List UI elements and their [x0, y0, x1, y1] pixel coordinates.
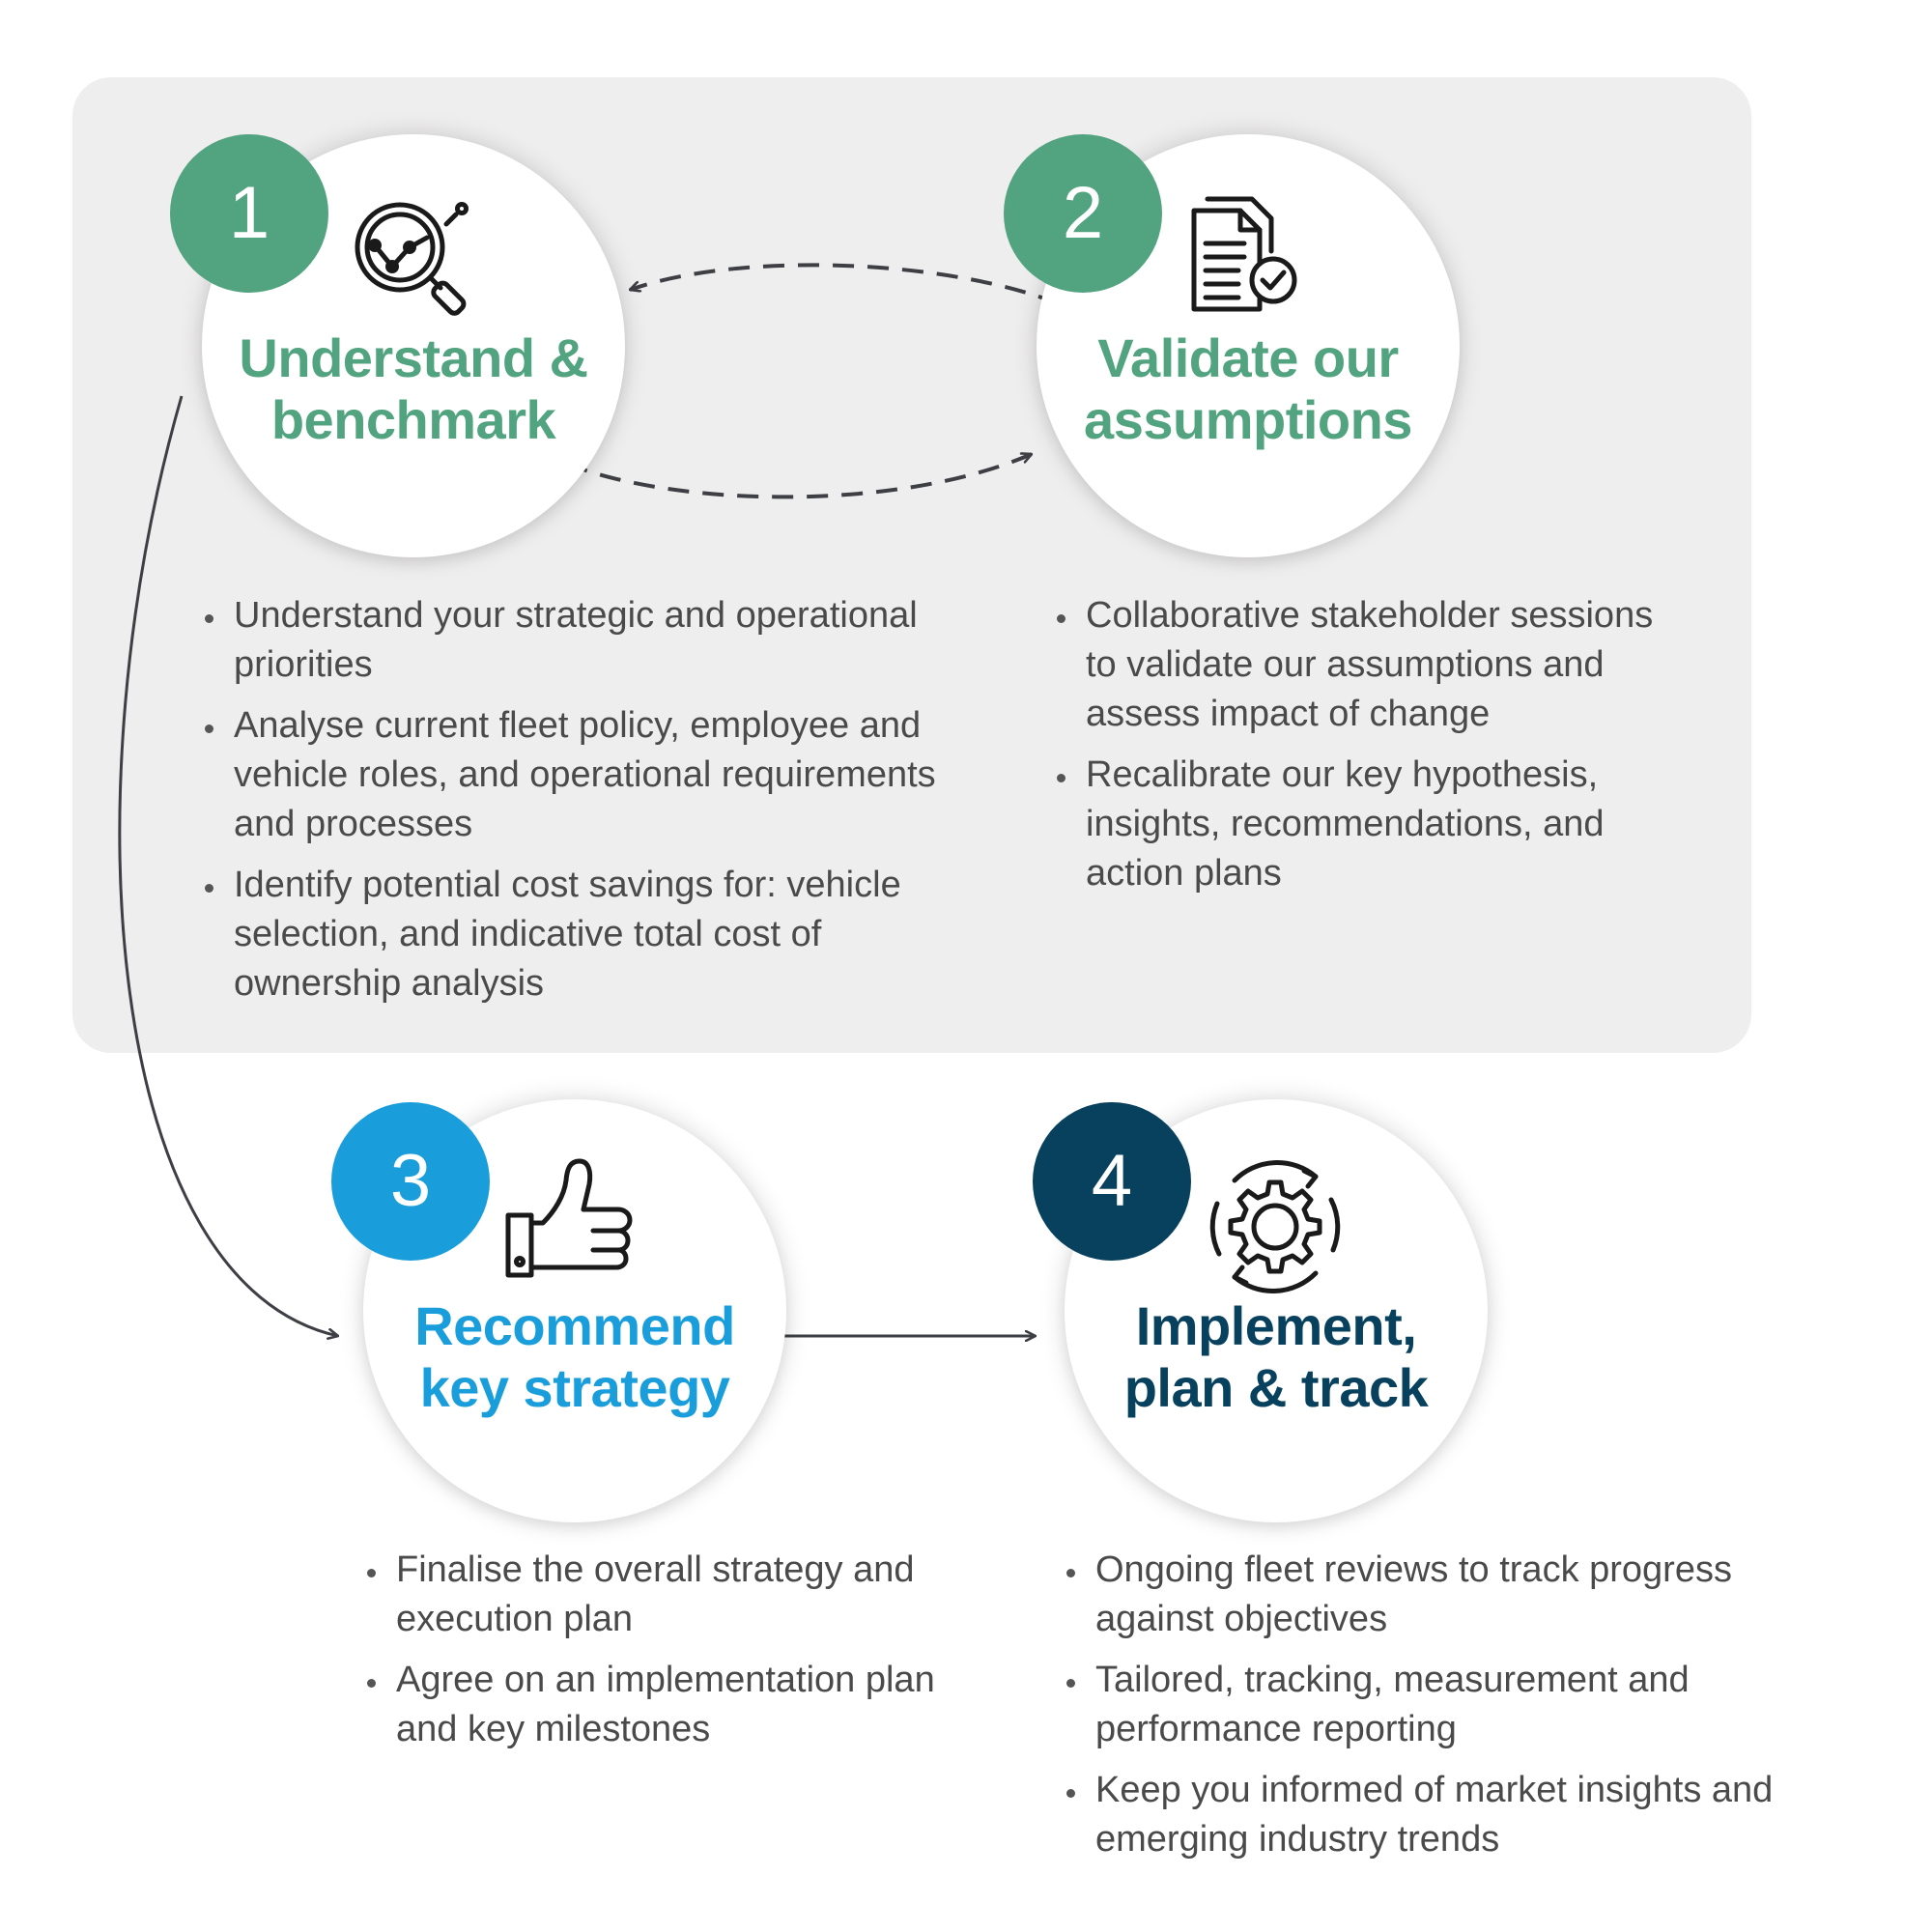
list-item: Collaborative stakeholder sessions to va… [1055, 591, 1673, 739]
step-4-title: Implement, plan & track [1123, 1295, 1429, 1418]
step-3-title: Recommend key strategy [414, 1295, 735, 1418]
list-item: Recalibrate our key hypothesis, insights… [1055, 751, 1673, 898]
arrow-2-to-1 [630, 263, 1092, 321]
step-1-bullets: Understand your strategic and operationa… [203, 591, 976, 1020]
list-item: Analyse current fleet policy, employee a… [203, 701, 976, 849]
list-item: Agree on an implementation plan and key … [365, 1656, 945, 1754]
list-item: Finalise the overall strategy and execut… [365, 1546, 945, 1644]
step-2-bullets: Collaborative stakeholder sessions to va… [1055, 591, 1673, 910]
list-item: Tailored, tracking, measurement and perf… [1065, 1656, 1818, 1754]
step-2-badge: 2 [1004, 134, 1162, 293]
document-check-icon [1191, 196, 1297, 312]
step-3-badge: 3 [331, 1102, 490, 1261]
step-1-title: Understand & benchmark [239, 327, 588, 450]
list-item: Understand your strategic and operationa… [203, 591, 976, 690]
arrow-1-to-2 [566, 454, 1032, 499]
list-item: Identify potential cost savings for: veh… [203, 861, 976, 1009]
thumbs-up-icon [505, 1158, 633, 1278]
magnifier-chart-icon [355, 202, 469, 316]
list-item: Keep you informed of market insights and… [1065, 1766, 1818, 1864]
step-3-bullets: Finalise the overall strategy and execut… [365, 1546, 945, 1766]
step-4-bullets: Ongoing fleet reviews to track progress … [1065, 1546, 1818, 1876]
gear-cycle-icon [1209, 1160, 1341, 1293]
list-item: Ongoing fleet reviews to track progress … [1065, 1546, 1818, 1644]
step-1-badge: 1 [170, 134, 328, 293]
step-2-title: Validate our assumptions [1084, 327, 1412, 450]
arrow-1-to-3 [118, 395, 338, 1336]
step-4-badge: 4 [1033, 1102, 1191, 1261]
